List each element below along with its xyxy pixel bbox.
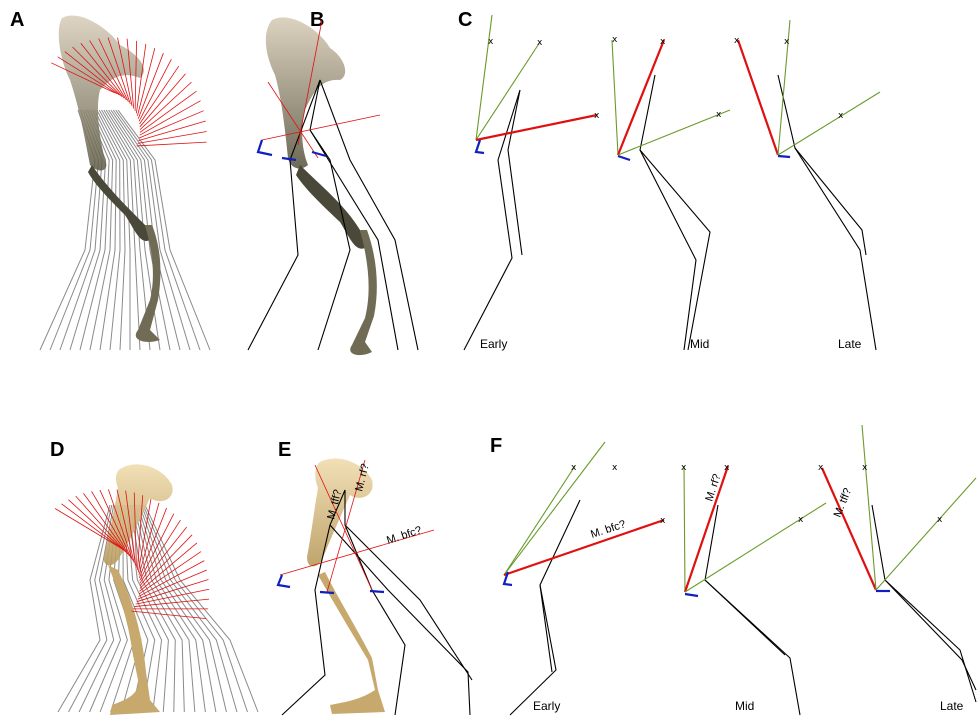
panel-d: D [50, 439, 258, 715]
phase-label-mid-c: Mid [690, 337, 709, 351]
x-marker: x [734, 36, 740, 46]
x-marker: x [612, 35, 618, 45]
stride-lines-a [40, 110, 210, 350]
muscle-fan-line [140, 514, 174, 581]
stride-trace [58, 505, 110, 712]
phase-label-late-f: Late [940, 699, 964, 713]
stride-lines-d [58, 505, 258, 712]
muscle-label-bfc-e: M. bfc? [385, 524, 423, 547]
phase-mid-c: x x x Mid [612, 35, 730, 351]
muscle-fan-line [134, 599, 209, 606]
phase-label-late-c: Late [838, 337, 862, 351]
muscle-fan-line [140, 66, 179, 124]
muscle-fan-line [137, 142, 207, 146]
phase-early-f: x x x M. bfc? Early [504, 442, 666, 715]
limb-outline-e [282, 490, 472, 715]
muscle-label-bfc-f: M. bfc? [589, 518, 627, 541]
panel-letter-a: A [10, 9, 24, 31]
muscle-fan-line [140, 74, 186, 127]
muscle-fan-line [140, 101, 201, 135]
muscle-fan-line [140, 82, 191, 129]
skeleton-b [266, 17, 377, 355]
phase-late-f: x x x M. tff? Late [818, 425, 976, 713]
panel-f: F x x x M. bfc? Early x x x M. rf? Mid [490, 425, 976, 715]
phase-label-mid-f: Mid [735, 699, 754, 713]
phase-label-early-f: Early [533, 699, 560, 713]
phase-label-early-c: Early [480, 337, 507, 351]
phase-mid-f: x x x M. rf? Mid [681, 463, 826, 715]
panel-letter-e: E [278, 439, 291, 461]
panel-e: E M. tff? M. rf? M. bfc? [278, 439, 472, 715]
stride-trace [143, 505, 247, 712]
skeleton-a [59, 15, 161, 341]
x-marker: x [862, 463, 868, 473]
phase-early-c: x x x Early [464, 15, 600, 351]
x-marker: x [612, 463, 618, 473]
muscle-fan-line [138, 131, 207, 143]
panel-a: A [10, 9, 210, 350]
panel-letter-c: C [458, 9, 472, 31]
x-marker: x [716, 110, 722, 120]
panel-c: C x x x Early x x x Mid [458, 9, 880, 351]
x-marker: x [537, 38, 543, 48]
x-marker: x [937, 515, 943, 525]
stride-trace [130, 505, 175, 712]
stride-trace [69, 505, 112, 712]
phase-late-c: x x x Late [734, 20, 880, 351]
skeleton-e [307, 458, 385, 714]
x-marker: x [784, 37, 790, 47]
x-marker: x [488, 37, 494, 47]
x-marker: x [681, 463, 687, 473]
x-marker: x [571, 463, 577, 473]
panel-letter-d: D [50, 439, 64, 461]
x-marker: x [818, 463, 824, 473]
x-marker: x [660, 516, 666, 526]
x-marker: x [660, 37, 666, 47]
panel-letter-b: B [310, 9, 324, 31]
muscle-label-tff-f: M. tff? [832, 486, 855, 519]
x-marker: x [594, 111, 600, 121]
panel-b: B [248, 9, 418, 355]
x-marker: x [838, 111, 844, 121]
panel-letter-f: F [490, 435, 502, 457]
x-marker: x [724, 463, 730, 473]
x-marker: x [798, 515, 804, 525]
